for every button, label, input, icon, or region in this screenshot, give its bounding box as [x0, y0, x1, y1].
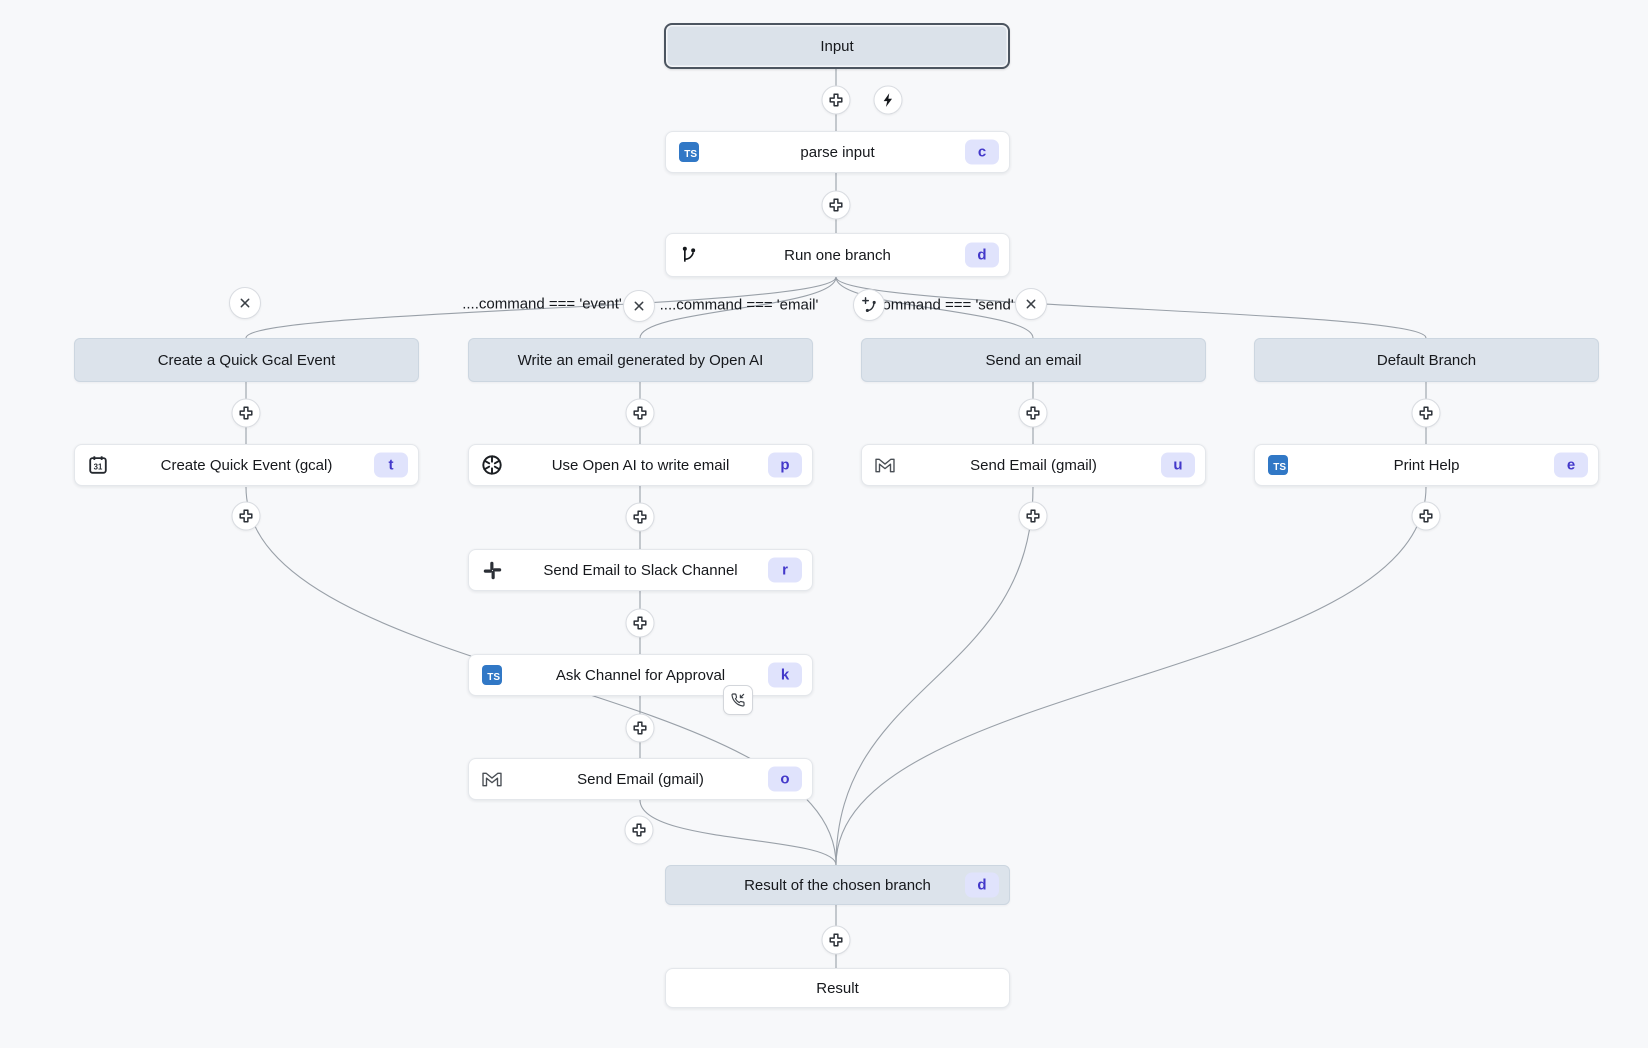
branch-condition-event: ....command === 'event' [462, 295, 622, 313]
branch-condition-send: ....command === 'send' [858, 296, 1014, 314]
insert-step-button[interactable] [1018, 501, 1048, 531]
step-id-badge: c [965, 139, 999, 165]
suspend-approval-indicator[interactable] [723, 685, 753, 715]
plus-icon [1026, 406, 1040, 420]
plus-icon [829, 93, 843, 107]
flow-step-send-email-gmail[interactable]: Send Email (gmail) u [861, 444, 1206, 486]
flow-step-run-one-branch[interactable]: Run one branch d [665, 233, 1010, 277]
add-branch-icon [862, 297, 877, 313]
branch-condition-email: ....command === 'email' [659, 296, 819, 314]
branch-header-label: Write an email generated by Open AI [517, 351, 764, 369]
flow-step-print-help[interactable]: TS Print Help e [1254, 444, 1599, 486]
insert-step-button[interactable] [821, 190, 851, 220]
branch-header-send-email[interactable]: Send an email [861, 338, 1206, 382]
typescript-icon-label: TS [482, 665, 502, 685]
insert-step-button[interactable] [625, 608, 655, 638]
flow-step-ask-channel-approval[interactable]: TS Ask Channel for Approval k [468, 654, 813, 696]
step-label: Send Email (gmail) [577, 770, 704, 788]
insert-step-button[interactable] [1411, 398, 1441, 428]
step-label: Run one branch [784, 246, 891, 264]
delete-branch-button[interactable] [229, 287, 261, 319]
step-label: Ask Channel for Approval [555, 666, 726, 684]
node-label: Input [820, 37, 854, 55]
gcal-calendar-day: 31 [94, 463, 103, 472]
step-id-badge: t [374, 452, 408, 478]
flow-step-send-email-slack[interactable]: Send Email to Slack Channel r [468, 549, 813, 591]
git-branch-icon [678, 244, 700, 266]
phone-incoming-icon [731, 693, 745, 707]
branch-header-openai-email[interactable]: Write an email generated by Open AI [468, 338, 813, 382]
close-icon [1026, 299, 1036, 309]
add-branch-button[interactable] [853, 289, 885, 321]
plus-icon [239, 406, 253, 420]
step-label: Send Email (gmail) [970, 456, 1097, 474]
branch-header-label: Default Branch [1376, 351, 1477, 369]
step-label: Create Quick Event (gcal) [160, 456, 333, 474]
insert-step-button[interactable] [231, 501, 261, 531]
step-id-badge: p [768, 452, 802, 478]
insert-step-button[interactable] [625, 398, 655, 428]
close-icon [634, 301, 644, 311]
plus-icon [1026, 509, 1040, 523]
gmail-icon [874, 454, 896, 476]
delete-branch-button[interactable] [623, 290, 655, 322]
node-label: Result [816, 979, 859, 997]
trigger-button[interactable] [873, 85, 903, 115]
plus-icon [1419, 406, 1433, 420]
insert-step-button[interactable] [625, 502, 655, 532]
insert-step-button[interactable] [625, 713, 655, 743]
step-label: parse input [800, 143, 875, 161]
step-id-badge: u [1161, 452, 1195, 478]
flow-branch-result-node[interactable]: Result of the chosen branch d [665, 865, 1010, 905]
typescript-icon-label: TS [679, 142, 699, 162]
plus-icon [632, 823, 646, 837]
flow-result-node[interactable]: Result [665, 968, 1010, 1008]
flow-step-parse-input[interactable]: TS parse input c [665, 131, 1010, 173]
typescript-icon: TS [1267, 454, 1289, 476]
step-id-badge: r [768, 557, 802, 583]
typescript-icon-label: TS [1268, 455, 1288, 475]
branch-header-label: Create a Quick Gcal Event [157, 351, 336, 369]
branch-header-default[interactable]: Default Branch [1254, 338, 1599, 382]
insert-step-button[interactable] [821, 925, 851, 955]
insert-step-button[interactable] [624, 815, 654, 845]
step-label: Use Open AI to write email [551, 456, 730, 474]
flow-step-openai-write-email[interactable]: Use Open AI to write email p [468, 444, 813, 486]
step-id-badge: o [768, 766, 802, 792]
branch-header-label: Send an email [985, 351, 1082, 369]
step-id-badge: d [965, 872, 999, 898]
close-icon [240, 298, 250, 308]
step-id-badge: d [965, 242, 999, 268]
plus-icon [633, 721, 647, 735]
plus-icon [829, 933, 843, 947]
slack-icon [481, 559, 503, 581]
node-label: Result of the chosen branch [744, 876, 931, 894]
step-id-badge: e [1554, 452, 1588, 478]
step-id-badge: k [768, 662, 802, 688]
insert-step-button[interactable] [821, 85, 851, 115]
step-label: Send Email to Slack Channel [543, 561, 738, 579]
plus-icon [239, 509, 253, 523]
openai-icon [481, 454, 503, 476]
gcal-calendar-icon: 31 [87, 454, 109, 476]
plus-icon [633, 616, 647, 630]
insert-step-button[interactable] [1018, 398, 1048, 428]
plus-icon [633, 406, 647, 420]
plus-icon [829, 198, 843, 212]
gmail-icon [481, 768, 503, 790]
flow-step-send-email-gmail-approved[interactable]: Send Email (gmail) o [468, 758, 813, 800]
delete-branch-button[interactable] [1015, 288, 1047, 320]
flow-step-create-quick-event[interactable]: 31 Create Quick Event (gcal) t [74, 444, 419, 486]
insert-step-button[interactable] [1411, 501, 1441, 531]
flow-input-node[interactable]: Input [664, 23, 1010, 69]
step-label: Print Help [1393, 456, 1460, 474]
branch-header-gcal-event[interactable]: Create a Quick Gcal Event [74, 338, 419, 382]
typescript-icon: TS [481, 664, 503, 686]
bolt-icon [883, 93, 893, 107]
typescript-icon: TS [678, 141, 700, 163]
plus-icon [633, 510, 647, 524]
insert-step-button[interactable] [231, 398, 261, 428]
plus-icon [1419, 509, 1433, 523]
